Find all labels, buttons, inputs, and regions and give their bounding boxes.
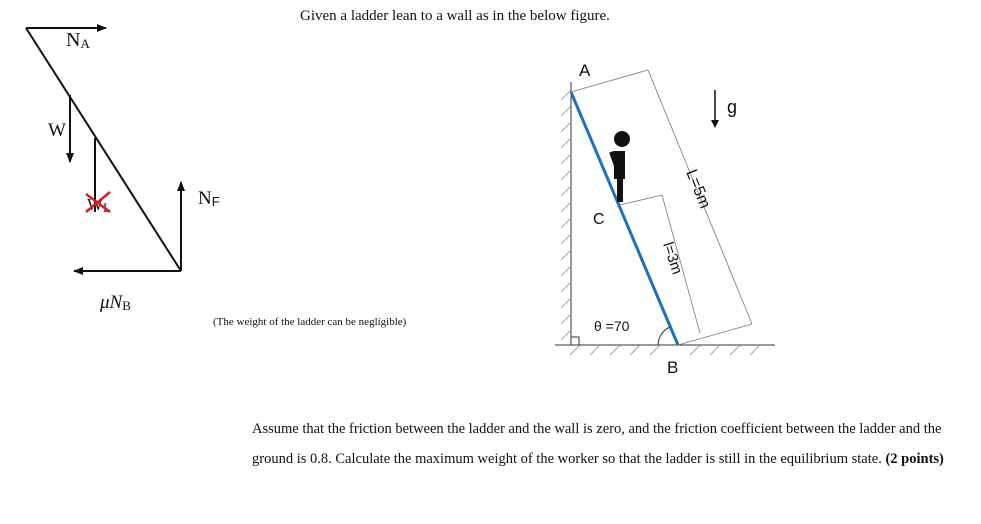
gravity-arrowhead: [711, 120, 719, 128]
na-label: NA: [66, 29, 90, 51]
question-text: Assume that the friction between the lad…: [252, 414, 952, 474]
points-label: (2 points): [885, 451, 944, 467]
ladder: [569, 91, 680, 346]
nf-label: NF: [198, 188, 220, 209]
ladder-figure: A C B g θ =70 L=5m l=3m: [555, 61, 775, 377]
question-body: Assume that the friction between the lad…: [252, 421, 942, 467]
wall-hatching: [560, 89, 572, 341]
label-theta: θ =70: [594, 318, 630, 334]
label-a: A: [579, 61, 591, 80]
label-c: C: [593, 211, 605, 228]
label-g: g: [727, 97, 737, 117]
right-angle-marker: [570, 336, 580, 346]
free-body-diagram: NA W WL NF μNB: [25, 24, 220, 313]
worker-figure: [609, 131, 630, 202]
mu-label: μNB: [99, 292, 131, 313]
fbd-ladder-line: [25, 27, 182, 272]
cross-mark: [85, 191, 111, 213]
label-b: B: [667, 358, 678, 377]
w-label: W: [48, 120, 66, 141]
page-title: Given a ladder lean to a wall as in the …: [300, 8, 610, 24]
label-length-total: L=5m: [682, 167, 713, 211]
ground-hatching: [569, 344, 761, 356]
angle-arc: [657, 326, 671, 346]
label-length-part: l=3m: [659, 240, 685, 277]
dimension-lines: [570, 69, 753, 346]
negligible-weight-note: (The weight of the ladder can be negligi…: [213, 316, 407, 328]
